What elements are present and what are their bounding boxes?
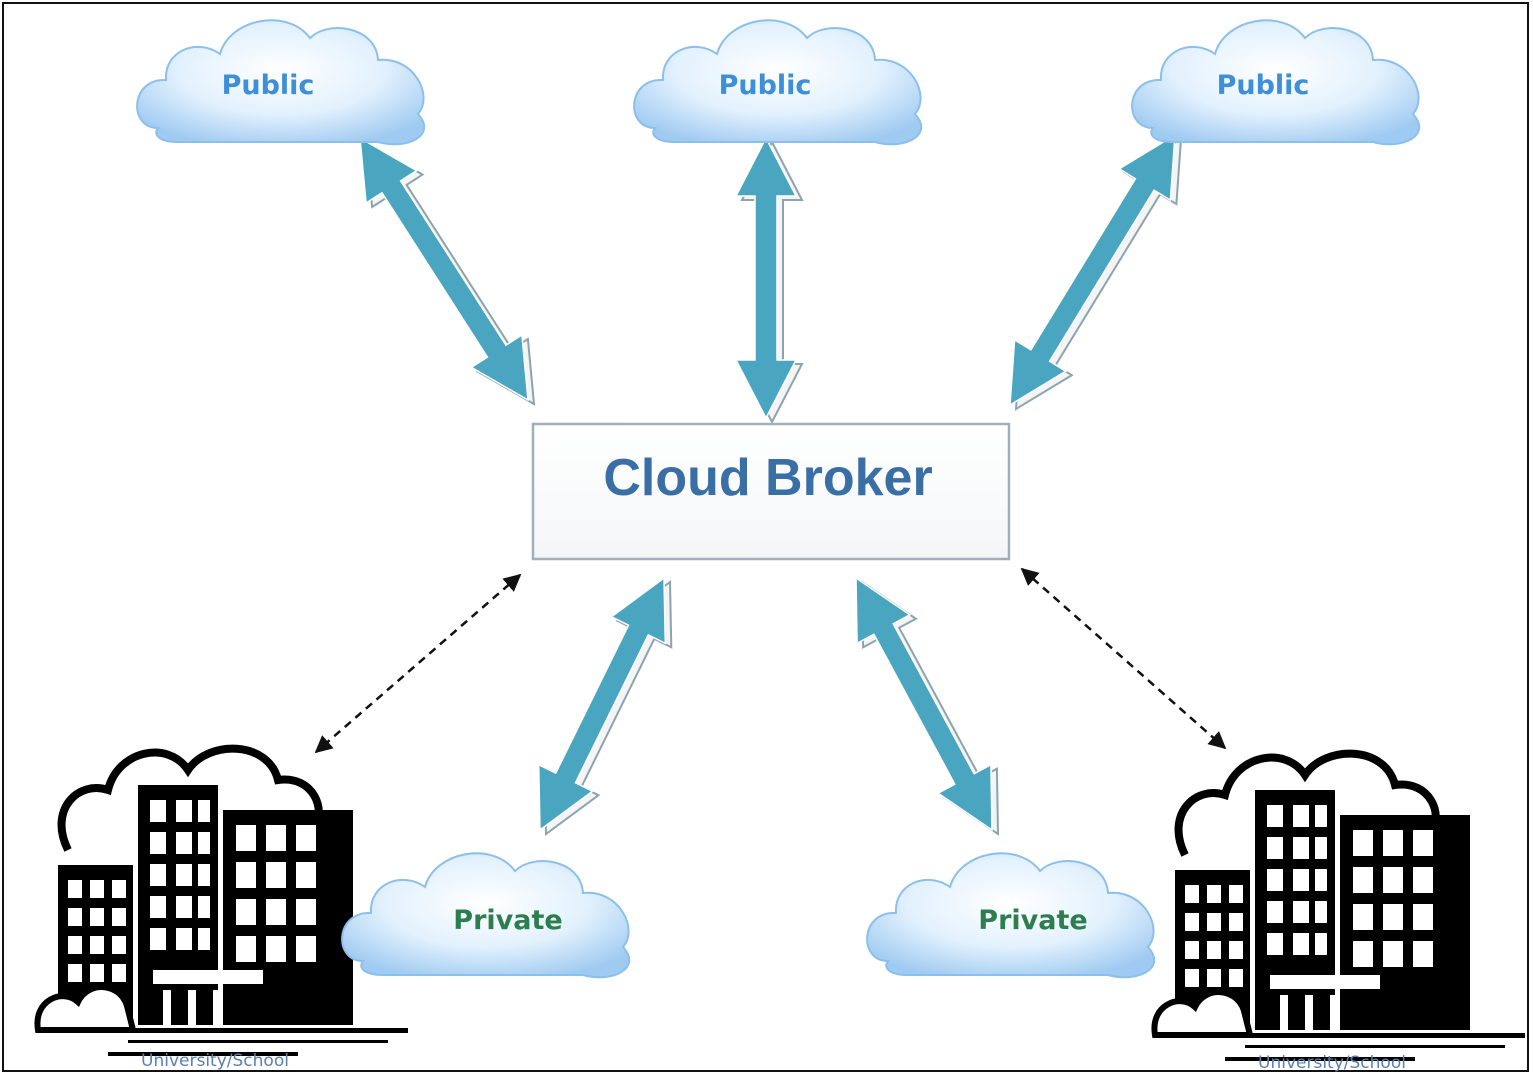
private-cloud-label: Private xyxy=(978,905,1087,936)
dashed-connector-left xyxy=(314,573,522,754)
building-right xyxy=(1154,754,1525,1061)
arrow-public-1 xyxy=(359,136,529,402)
private-cloud-1: Private xyxy=(341,852,631,979)
arrow-private-1 xyxy=(537,576,667,832)
arrow-public-2 xyxy=(734,136,798,420)
building-right-caption: University/School xyxy=(1258,1053,1406,1073)
public-cloud-1: Public xyxy=(136,19,426,146)
cloud-broker-label: Cloud Broker xyxy=(603,449,932,507)
building-left-caption: University/School xyxy=(141,1051,289,1071)
public-cloud-2: Public xyxy=(633,19,923,146)
public-cloud-label: Public xyxy=(222,70,315,101)
public-cloud-label: Public xyxy=(1217,70,1310,101)
public-cloud-3: Public xyxy=(1131,19,1421,146)
arrow-public-3 xyxy=(1009,133,1176,407)
cloud-broker-box: Cloud Broker xyxy=(531,422,1011,561)
dashed-connector-right xyxy=(1020,567,1227,750)
building-left xyxy=(37,749,408,1056)
private-cloud-2: Private xyxy=(866,852,1156,979)
arrow-private-2 xyxy=(855,576,993,832)
private-cloud-label: Private xyxy=(453,905,562,936)
connector-arrows xyxy=(359,133,1183,836)
public-cloud-label: Public xyxy=(719,70,812,101)
